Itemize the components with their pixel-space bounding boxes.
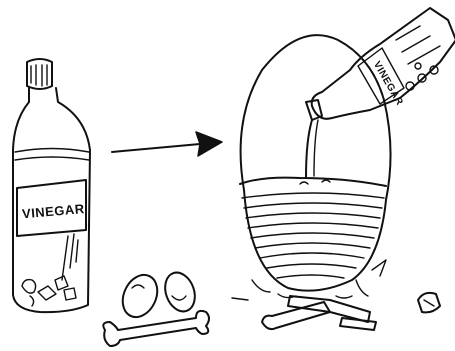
bottle-body xyxy=(13,88,90,312)
pouring-bottle-label-text: VINEGAR xyxy=(371,60,405,108)
bottle-label-text: VINEGAR xyxy=(21,201,85,221)
arrow xyxy=(112,132,222,156)
vinegar-bottle-pouring: VINEGAR xyxy=(306,8,455,178)
pouring-stream xyxy=(306,120,312,178)
small-shell xyxy=(418,293,440,313)
vinegar-bottle-left: VINEGAR xyxy=(13,59,90,312)
eggshell-1 xyxy=(116,269,164,322)
log-1 xyxy=(262,302,330,329)
log-3 xyxy=(340,318,376,330)
eggshell-2 xyxy=(160,268,200,315)
cooking-pot xyxy=(240,35,391,291)
eggshells-and-bone xyxy=(103,268,209,346)
bone xyxy=(103,311,209,346)
